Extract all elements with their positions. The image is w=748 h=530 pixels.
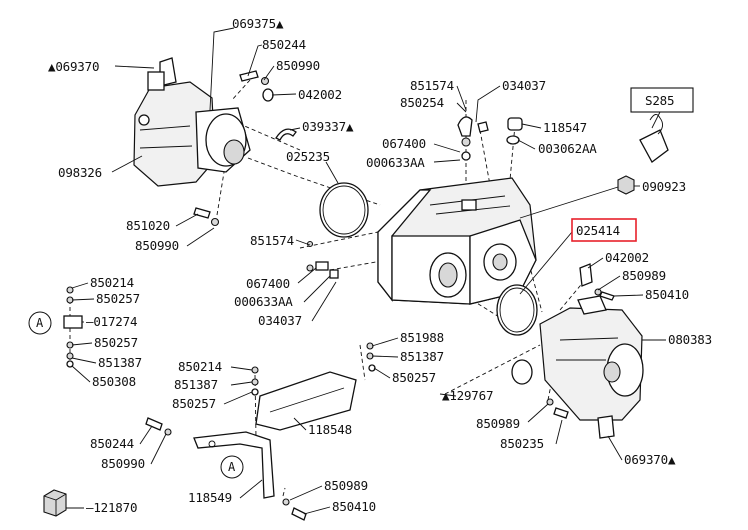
label-851387-left: 851387 [98, 355, 142, 370]
hardware [43, 70, 669, 521]
label-080383: 080383 [668, 332, 712, 347]
label-000633AA-left: 000633AA [234, 294, 293, 309]
label-marker-a-bottom: A [228, 460, 236, 474]
label-069375: 069375▲ [232, 16, 284, 31]
label-850989-right: 850989 [622, 268, 666, 283]
oring-025414-inner [499, 287, 535, 333]
label-850244-bottom: 850244 [90, 436, 134, 451]
marker-a-bottom-circle [220, 455, 244, 479]
left-motor [133, 57, 251, 187]
label-000633AA-top: 000633AA [366, 155, 425, 170]
label-850214-lower: 850214 [178, 359, 222, 374]
label-850410-right: 850410 [645, 287, 689, 302]
label-851574-top: 851574 [410, 78, 454, 93]
label-067400-top: 067400 [382, 136, 426, 151]
label-s285: S285 [645, 93, 674, 108]
gearbox-housing [377, 177, 537, 305]
label-850989-bottom: 850989 [324, 478, 368, 493]
label-851387-mid: 851387 [400, 349, 444, 364]
label-118548: 118548 [308, 422, 352, 437]
part-labels: 069375▲ 850244 850990 042002 039337▲ ▲06… [36, 16, 712, 515]
label-090923: 090923 [642, 179, 686, 194]
label-042002-right: 042002 [605, 250, 649, 265]
label-069370-top: ▲069370 [48, 59, 99, 74]
label-069370-bottom: 069370▲ [624, 452, 676, 467]
label-017274: –017274 [86, 314, 137, 329]
label-850257-lower: 850257 [172, 396, 216, 411]
label-850257-left-2: 850257 [94, 335, 138, 350]
label-850990-top: 850990 [276, 58, 320, 73]
label-851574-left: 851574 [250, 233, 294, 248]
label-851387-lower: 851387 [174, 377, 218, 392]
label-marker-a-left: A [36, 316, 44, 330]
label-850308: 850308 [92, 374, 136, 389]
label-034037-left: 034037 [258, 313, 302, 328]
label-850214-left: 850214 [90, 275, 134, 290]
right-motor [539, 295, 644, 439]
label-098326: 098326 [58, 165, 102, 180]
s285-box [630, 87, 694, 113]
label-850410-bottom: 850410 [332, 499, 376, 514]
label-850989-lower-right: 850989 [476, 416, 520, 431]
marker-a-left-circle [28, 311, 52, 335]
label-850257-left-1: 850257 [96, 291, 140, 306]
label-850254: 850254 [400, 95, 444, 110]
label-039337: 039337▲ [302, 119, 354, 134]
label-025414: 025414 [576, 223, 620, 238]
label-850990-bottom: 850990 [101, 456, 145, 471]
label-118547: 118547 [543, 120, 587, 135]
label-067400-left: 067400 [246, 276, 290, 291]
label-851988: 851988 [400, 330, 444, 345]
label-042002-top: 042002 [298, 87, 342, 102]
oring-025414 [496, 284, 538, 336]
label-850257-mid: 850257 [392, 370, 436, 385]
label-121870: –121870 [86, 500, 137, 515]
label-129767: ▲129767 [442, 388, 493, 403]
highlight-box-025414 [571, 218, 637, 242]
label-034037-top: 034037 [502, 78, 546, 93]
label-851020: 851020 [126, 218, 170, 233]
clip-039337 [275, 128, 297, 141]
label-850244-top: 850244 [262, 37, 306, 52]
label-850235: 850235 [500, 436, 544, 451]
label-118549: 118549 [188, 490, 232, 505]
oring-129767 [511, 359, 533, 385]
label-850990-mid: 850990 [135, 238, 179, 253]
oring-025235-inner [322, 185, 366, 235]
label-025235: 025235 [286, 149, 330, 164]
oring-025235 [319, 182, 369, 238]
leader-lines [66, 27, 666, 515]
assembly-lines [69, 79, 586, 497]
label-003062AA: 003062AA [538, 141, 597, 156]
